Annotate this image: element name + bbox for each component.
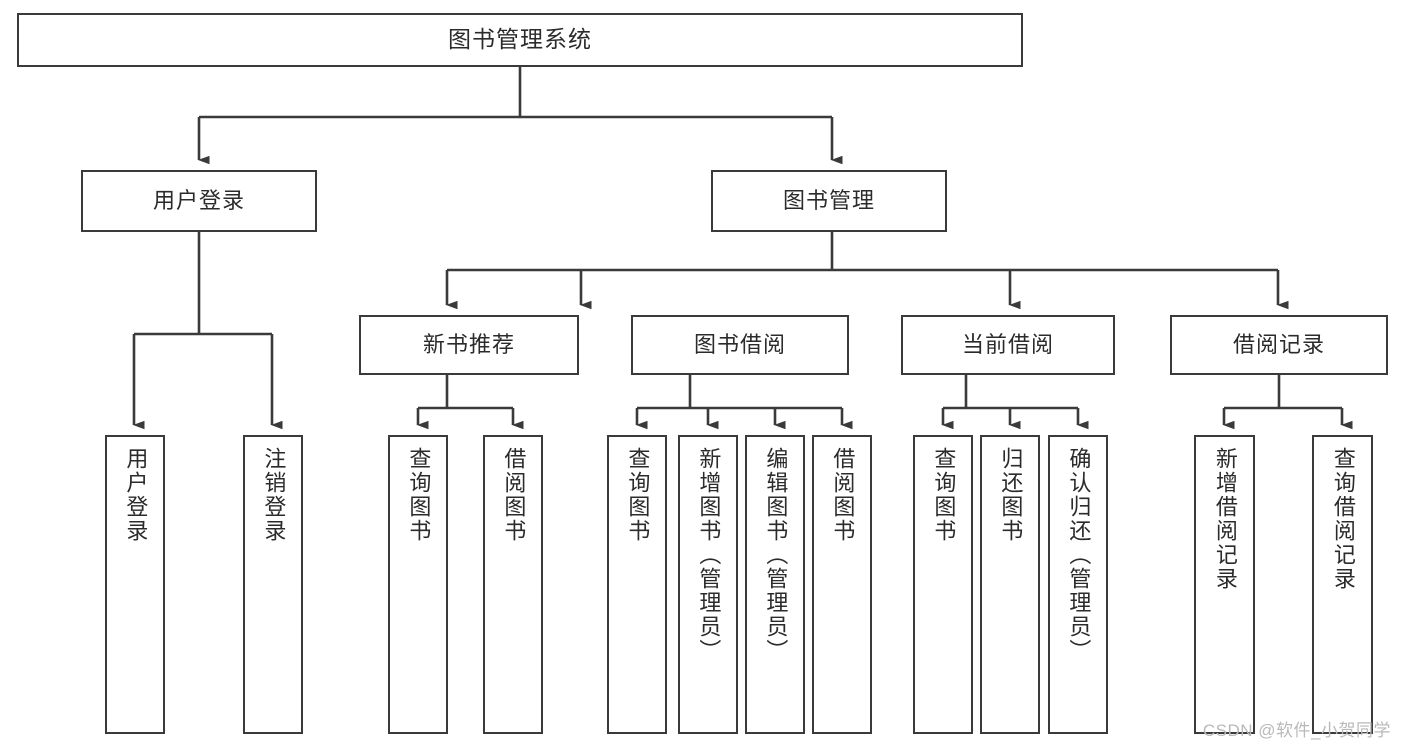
node-borrow-record-label: 借阅记录 bbox=[1232, 331, 1325, 357]
node-leaf-query-book-2[interactable]: 查询图书 bbox=[607, 435, 667, 734]
node-leaf-add-book-label: 新增图书（管理员） bbox=[696, 447, 722, 663]
node-book-borrow[interactable]: 图书借阅 bbox=[631, 315, 849, 375]
node-leaf-return-book[interactable]: 归还图书 bbox=[980, 435, 1040, 734]
node-leaf-logout[interactable]: 注销登录 bbox=[243, 435, 303, 734]
node-leaf-borrow-book-1-label: 借阅图书 bbox=[501, 447, 527, 543]
node-leaf-borrow-book-2-label: 借阅图书 bbox=[830, 447, 856, 543]
node-leaf-borrow-book-1[interactable]: 借阅图书 bbox=[483, 435, 543, 734]
node-leaf-query-book-1-label: 查询图书 bbox=[406, 447, 432, 543]
node-leaf-edit-book-label: 编辑图书（管理员） bbox=[763, 447, 789, 663]
node-leaf-query-record[interactable]: 查询借阅记录 bbox=[1312, 435, 1373, 734]
node-book-management[interactable]: 图书管理 bbox=[711, 170, 947, 232]
node-user-login-label: 用户登录 bbox=[152, 187, 245, 213]
node-leaf-edit-book[interactable]: 编辑图书（管理员） bbox=[745, 435, 805, 734]
node-book-management-label: 图书管理 bbox=[782, 187, 875, 213]
node-leaf-user-login[interactable]: 用户登录 bbox=[105, 435, 165, 734]
node-book-borrow-label: 图书借阅 bbox=[693, 331, 786, 357]
node-leaf-query-record-label: 查询借阅记录 bbox=[1330, 447, 1356, 591]
node-leaf-user-login-label: 用户登录 bbox=[123, 447, 149, 543]
node-leaf-add-record-label: 新增借阅记录 bbox=[1212, 447, 1238, 591]
node-leaf-borrow-book-2[interactable]: 借阅图书 bbox=[812, 435, 872, 734]
node-new-book-recommend[interactable]: 新书推荐 bbox=[359, 315, 579, 375]
node-leaf-confirm-return[interactable]: 确认归还（管理员） bbox=[1048, 435, 1108, 734]
node-borrow-record[interactable]: 借阅记录 bbox=[1170, 315, 1388, 375]
node-new-book-recommend-label: 新书推荐 bbox=[422, 331, 515, 357]
node-leaf-add-record[interactable]: 新增借阅记录 bbox=[1194, 435, 1255, 734]
node-current-borrow-label: 当前借阅 bbox=[961, 331, 1054, 357]
node-leaf-return-book-label: 归还图书 bbox=[998, 447, 1024, 543]
node-leaf-query-book-1[interactable]: 查询图书 bbox=[388, 435, 448, 734]
node-leaf-confirm-return-label: 确认归还（管理员） bbox=[1066, 447, 1092, 663]
node-current-borrow[interactable]: 当前借阅 bbox=[901, 315, 1115, 375]
node-user-login[interactable]: 用户登录 bbox=[81, 170, 317, 232]
node-leaf-add-book[interactable]: 新增图书（管理员） bbox=[678, 435, 738, 734]
node-root-label: 图书管理系统 bbox=[448, 26, 592, 53]
node-leaf-query-book-2-label: 查询图书 bbox=[625, 447, 651, 543]
node-leaf-query-book-3-label: 查询图书 bbox=[931, 447, 957, 543]
node-root[interactable]: 图书管理系统 bbox=[17, 13, 1023, 67]
node-leaf-query-book-3[interactable]: 查询图书 bbox=[913, 435, 973, 734]
node-leaf-logout-label: 注销登录 bbox=[261, 447, 287, 543]
